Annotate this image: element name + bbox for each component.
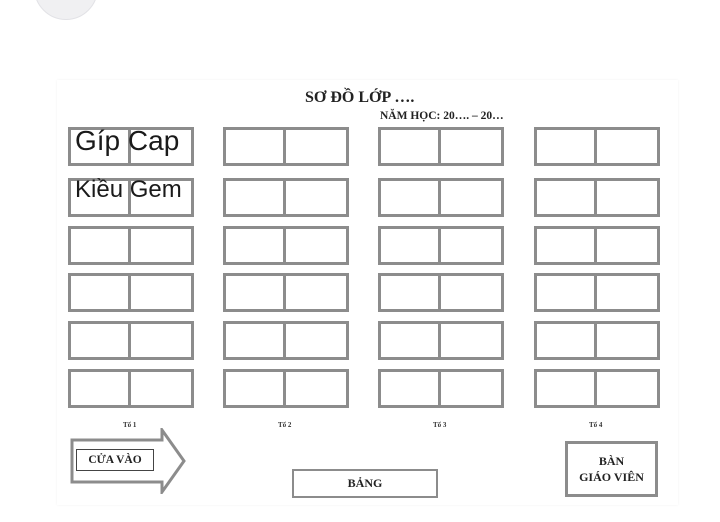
- desk-seat: [381, 181, 441, 214]
- teacher-desk: BÀN GIÁO VIÊN: [565, 441, 658, 497]
- desk-seat: [128, 276, 191, 309]
- student-desk: [378, 273, 504, 312]
- student-desk: [378, 321, 504, 360]
- desk-seat: [226, 229, 286, 262]
- desk-seat: [594, 130, 657, 163]
- student-desk: [223, 369, 349, 408]
- student-desk: [223, 178, 349, 217]
- student-desk: [68, 369, 194, 408]
- desk-seat: [226, 324, 286, 357]
- desk-seat: [438, 372, 501, 405]
- desk-seat: [128, 181, 191, 214]
- desk-seat: [537, 229, 597, 262]
- desk-seat: [226, 130, 286, 163]
- student-desk: [534, 273, 660, 312]
- desk-seat: [128, 229, 191, 262]
- desk-seat: [381, 276, 441, 309]
- student-desk: [534, 321, 660, 360]
- desk-seat: [128, 372, 191, 405]
- annotation-text: Kiều Gem: [75, 176, 182, 203]
- student-desk: [68, 321, 194, 360]
- blackboard: BẢNG: [292, 469, 438, 498]
- desk-seat: [537, 276, 597, 309]
- desk-seat: [594, 372, 657, 405]
- annotation-text: Gíp Cap: [75, 125, 180, 156]
- avatar[interactable]: [34, 0, 98, 20]
- desk-seat: [537, 181, 597, 214]
- group-label: Tổ 3: [433, 421, 447, 429]
- desk-seat: [283, 324, 346, 357]
- student-desk: [223, 321, 349, 360]
- desk-seat: [283, 372, 346, 405]
- teacher-desk-line1: BÀN: [598, 454, 625, 468]
- desk-seat: [226, 276, 286, 309]
- student-desk: [534, 178, 660, 217]
- student-desk: [378, 127, 504, 166]
- desk-seat: [438, 130, 501, 163]
- desk-seat: [71, 276, 131, 309]
- arrow-right-icon: [70, 428, 186, 494]
- group-label: Tổ 1: [123, 421, 137, 429]
- desk-seat: [381, 229, 441, 262]
- entrance-arrow: [70, 428, 188, 494]
- desk-seat: [594, 229, 657, 262]
- student-desk: [68, 178, 194, 217]
- desk-seat: [381, 130, 441, 163]
- desk-seat: [71, 324, 131, 357]
- desk-seat: [438, 324, 501, 357]
- school-year-label: NĂM HỌC: 20…. – 20…: [380, 110, 504, 122]
- group-label: Tổ 2: [278, 421, 292, 429]
- desk-seat: [283, 130, 346, 163]
- desk-seat: [226, 372, 286, 405]
- desk-seat: [594, 276, 657, 309]
- student-desk: [68, 127, 194, 166]
- group-label: Tổ 4: [589, 421, 603, 429]
- chart-title: SƠ ĐỒ LỚP ….: [305, 89, 415, 106]
- student-desk: [223, 127, 349, 166]
- desk-seat: [438, 276, 501, 309]
- desk-seat: [594, 324, 657, 357]
- desk-seat: [71, 372, 131, 405]
- desk-seat: [283, 276, 346, 309]
- desk-seat: [537, 324, 597, 357]
- desk-seat: [537, 130, 597, 163]
- student-desk: [378, 369, 504, 408]
- student-desk: [378, 178, 504, 217]
- desk-seat: [128, 324, 191, 357]
- student-desk: [534, 226, 660, 265]
- teacher-desk-line2: GIÁO VIÊN: [579, 470, 644, 484]
- student-desk: [223, 273, 349, 312]
- desk-seat: [438, 181, 501, 214]
- student-desk: [534, 127, 660, 166]
- desk-seat: [381, 324, 441, 357]
- desk-seat: [226, 181, 286, 214]
- student-desk: [534, 369, 660, 408]
- desk-seat: [438, 229, 501, 262]
- student-desk: [68, 273, 194, 312]
- desk-seat: [71, 229, 131, 262]
- door-label: CỬA VÀO: [76, 449, 154, 471]
- desk-seat: [381, 372, 441, 405]
- student-desk: [68, 226, 194, 265]
- desk-seat: [283, 181, 346, 214]
- student-desk: [223, 226, 349, 265]
- desk-seat: [594, 181, 657, 214]
- desk-seat: [283, 229, 346, 262]
- desk-seat: [128, 130, 191, 163]
- desk-seat: [537, 372, 597, 405]
- student-desk: [378, 226, 504, 265]
